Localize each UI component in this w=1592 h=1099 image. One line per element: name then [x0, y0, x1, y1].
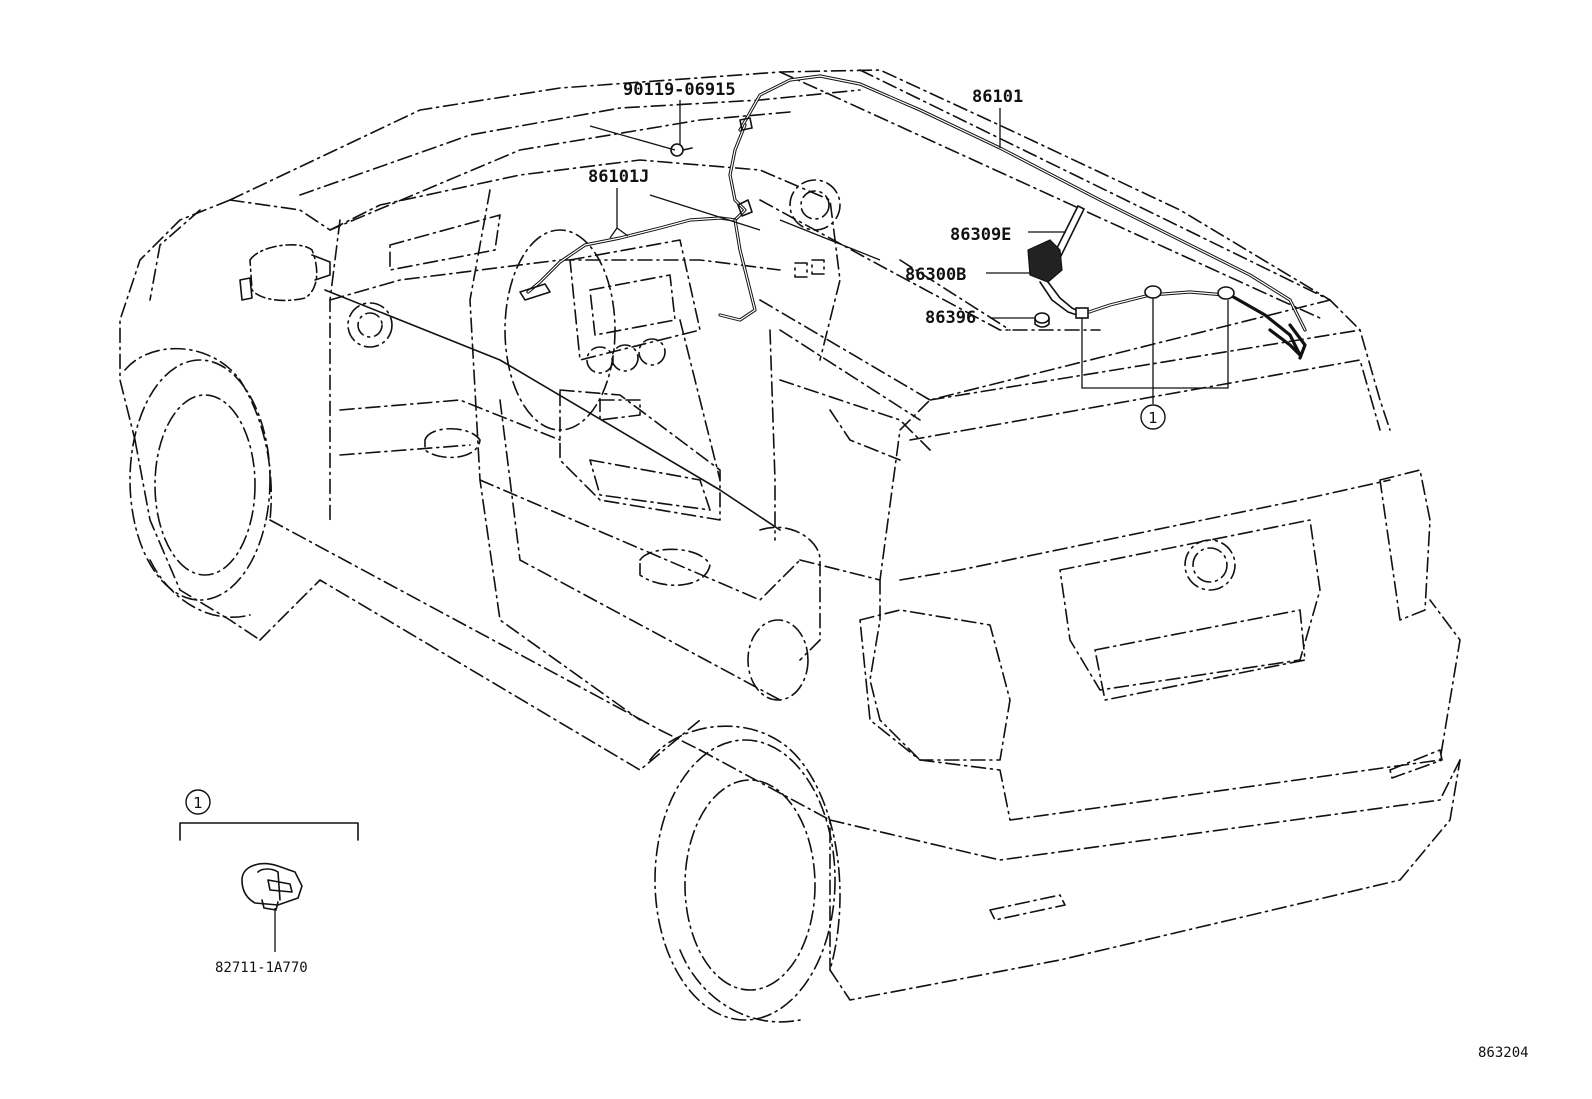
callout-number-detail: 1	[193, 794, 203, 812]
part-label-86396: 86396	[925, 308, 976, 328]
bolt-clip	[670, 143, 693, 157]
callout-markers: 1 1	[185, 404, 1166, 815]
part-label-86101J: 86101J	[588, 167, 649, 187]
antenna-cables	[324, 74, 1307, 531]
part-label-86300B: 86300B	[905, 265, 966, 285]
cable-clamps	[1144, 285, 1235, 300]
part-label-82711-1A770: 82711-1A770	[215, 960, 308, 976]
callout-circle-main	[1140, 404, 1166, 430]
part-label-90119-06915: 90119-06915	[623, 80, 736, 100]
part-labels: 90119-06915 86101 86101J 86309E 86300B 8…	[215, 80, 1529, 1061]
antenna-nut	[1034, 312, 1050, 328]
leader-lines	[274, 100, 1229, 952]
vehicle-interior	[329, 159, 1101, 541]
part-label-86101: 86101	[972, 87, 1023, 107]
callout-circle-detail	[185, 789, 211, 815]
part-label-86309E: 86309E	[950, 225, 1011, 245]
callout-number-main: 1	[1148, 409, 1158, 427]
detail-clamp	[179, 822, 359, 911]
figure-code: 863204	[1478, 1045, 1529, 1061]
side-mirror	[239, 244, 331, 302]
antenna-base	[1027, 239, 1089, 319]
vehicle-outline	[119, 69, 1461, 1023]
